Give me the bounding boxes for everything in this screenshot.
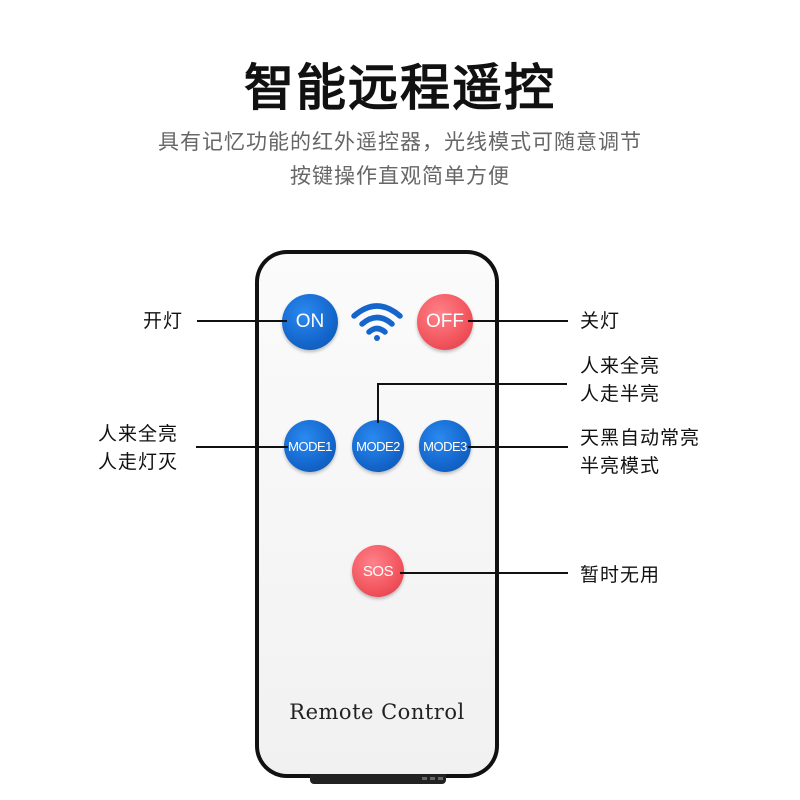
remote-label: Remote Control <box>289 700 465 724</box>
callout-line-mode2-vertical <box>377 383 379 423</box>
mode2-button[interactable]: MODE2 <box>352 420 404 472</box>
callout-mode1-line-1: 人来全亮 <box>98 423 179 445</box>
sos-button[interactable]: SOS <box>352 545 404 597</box>
callout-mode1: 人来全亮 人走灯灭 <box>98 420 178 476</box>
on-button[interactable]: ON <box>282 294 338 350</box>
callout-sos-line-1: 暂时无用 <box>580 564 661 586</box>
callout-mode2: 人来全亮 人走半亮 <box>580 352 660 408</box>
callout-line-mode1 <box>196 446 288 448</box>
callout-mode1-line-2: 人走灯灭 <box>98 451 179 473</box>
subtitle-line-1: 具有记忆功能的红外遥控器，光线模式可随意调节 <box>158 130 642 154</box>
callout-mode3-line-2: 半亮模式 <box>580 455 661 477</box>
callout-on: 开灯 <box>143 307 183 335</box>
remote-battery-end <box>310 774 446 784</box>
callout-line-sos <box>400 572 568 574</box>
callout-line-off <box>468 320 568 322</box>
callout-mode2-line-1: 人来全亮 <box>580 355 661 377</box>
callout-off-line-1: 关灯 <box>580 310 621 332</box>
subtitle-line-2: 按键操作直观简单方便 <box>290 164 510 188</box>
mode1-button[interactable]: MODE1 <box>284 420 336 472</box>
grip-mark <box>422 777 427 780</box>
callout-mode2-line-2: 人走半亮 <box>580 383 661 405</box>
off-button[interactable]: OFF <box>417 294 473 350</box>
callout-sos: 暂时无用 <box>580 561 660 589</box>
wifi-icon <box>351 303 403 341</box>
grip-mark <box>430 777 435 780</box>
callout-line-on <box>197 320 287 322</box>
callout-on-line-1: 开灯 <box>143 310 184 332</box>
mode3-button[interactable]: MODE3 <box>419 420 471 472</box>
callout-line-mode3 <box>468 446 568 448</box>
grip-mark <box>438 777 443 780</box>
callout-off: 关灯 <box>580 307 620 335</box>
callout-line-mode2-horizontal <box>377 383 567 385</box>
callout-mode3-line-1: 天黑自动常亮 <box>580 427 701 449</box>
page-title: 智能远程遥控 <box>244 59 556 117</box>
callout-mode3: 天黑自动常亮 半亮模式 <box>580 424 700 480</box>
